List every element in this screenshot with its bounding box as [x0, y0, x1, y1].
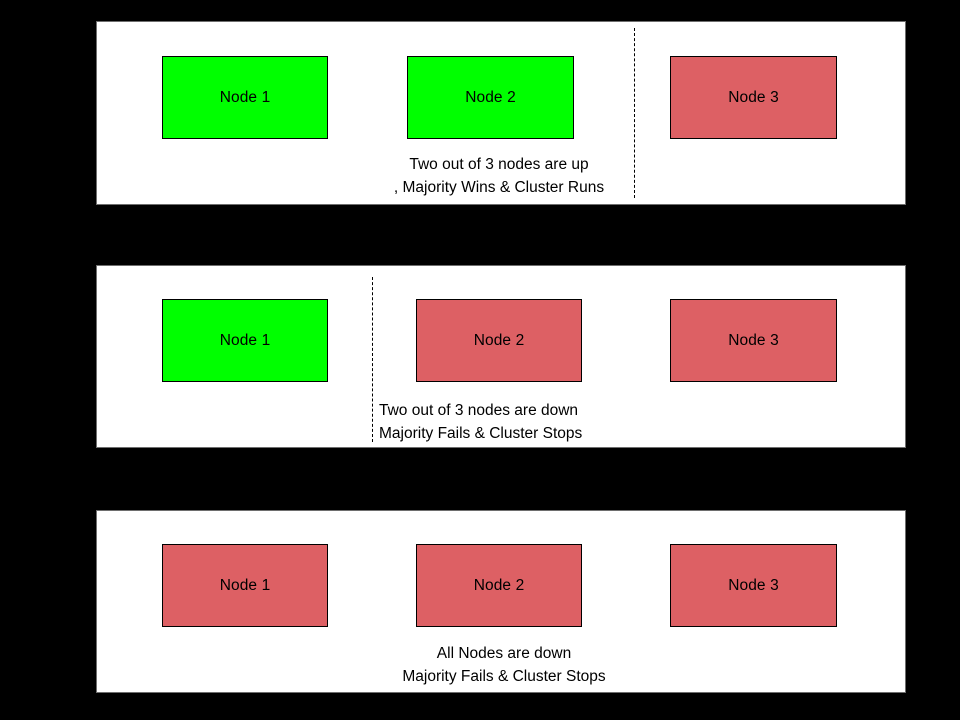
node-label: Node 3 [728, 88, 779, 106]
node-box-panel2-node3[interactable]: Node 3 [670, 299, 837, 382]
node-box-panel3-node3[interactable]: Node 3 [670, 544, 837, 627]
caption-panel1: Two out of 3 nodes are up , Majority Win… [369, 153, 629, 199]
caption-panel2: Two out of 3 nodes are down Majority Fai… [379, 399, 679, 445]
caption-line-2: , Majority Wins & Cluster Runs [393, 179, 605, 196]
node-label: Node 1 [219, 88, 271, 106]
node-box-panel2-node1[interactable]: Node 1 [162, 299, 328, 382]
caption-line-2: Majority Fails & Cluster Stops [402, 668, 606, 685]
quorum-divider-panel2 [372, 277, 373, 442]
node-label: Node 2 [465, 88, 516, 106]
scenario-panel-all-down: Node 1 Node 2 Node 3 All Nodes are down … [96, 510, 906, 693]
caption-line-1: All Nodes are down [436, 645, 572, 662]
node-box-panel3-node2[interactable]: Node 2 [416, 544, 582, 627]
caption-line-1: Two out of 3 nodes are up [409, 156, 589, 173]
node-label: Node 3 [728, 331, 779, 349]
node-label: Node 1 [219, 576, 271, 594]
node-label: Node 3 [728, 576, 779, 594]
quorum-divider-panel1 [634, 28, 635, 198]
caption-panel3: All Nodes are down Majority Fails & Clus… [379, 642, 629, 688]
scenario-panel-majority-up: Node 1 Node 2 Node 3 Two out of 3 nodes … [96, 21, 906, 205]
caption-line-1: Two out of 3 nodes are down [379, 402, 579, 419]
node-box-panel1-node2[interactable]: Node 2 [407, 56, 574, 139]
node-label: Node 2 [473, 331, 525, 349]
node-label: Node 1 [219, 331, 271, 349]
node-box-panel3-node1[interactable]: Node 1 [162, 544, 328, 627]
node-label: Node 2 [473, 576, 525, 594]
node-box-panel1-node1[interactable]: Node 1 [162, 56, 328, 139]
node-box-panel1-node3[interactable]: Node 3 [670, 56, 837, 139]
scenario-panel-majority-down: Node 1 Node 2 Node 3 Two out of 3 nodes … [96, 265, 906, 448]
caption-line-2: Majority Fails & Cluster Stops [379, 425, 583, 442]
node-box-panel2-node2[interactable]: Node 2 [416, 299, 582, 382]
